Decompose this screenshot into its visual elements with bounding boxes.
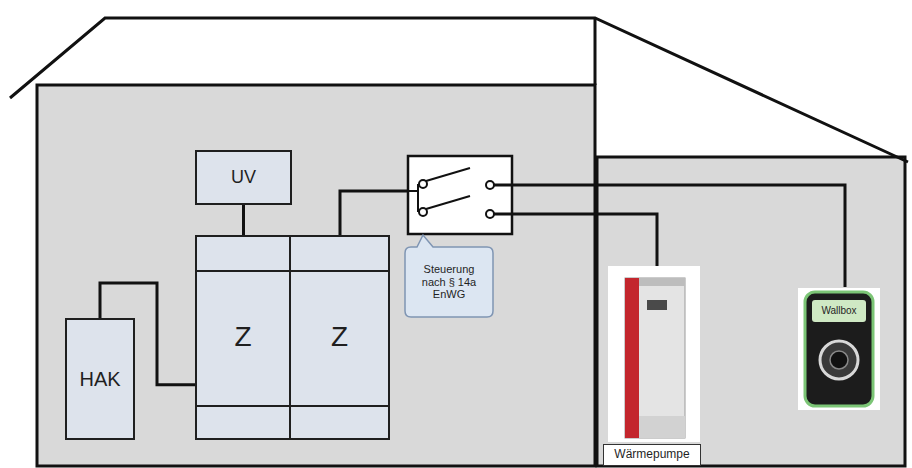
meter-divider (291, 405, 388, 407)
heat-pump-display (647, 300, 667, 310)
distribution-box: UV (195, 150, 292, 205)
switch-contact (486, 210, 494, 218)
heat-pump-base (639, 416, 685, 438)
callout-outline (405, 235, 493, 317)
wire (408, 190, 418, 192)
roof-line (10, 18, 908, 162)
heat-pump-stripe (625, 278, 639, 438)
heat-pump-top (639, 278, 685, 286)
node-label: Wärmepumpe (614, 448, 689, 462)
text-area: Steuerung nach § 14a EnWG (405, 247, 493, 317)
meter-divider (197, 270, 289, 272)
wallbox: Wallbox (796, 286, 882, 412)
main-house-wall (37, 85, 595, 466)
wire (494, 214, 657, 267)
node-label: UV (231, 167, 256, 188)
node-label: Z (234, 321, 251, 353)
label-box: Wärmepumpe (603, 444, 701, 466)
heat-pump: Wärmepumpe (603, 266, 705, 467)
wire (340, 191, 408, 235)
meter-box: Z (289, 235, 390, 440)
gable-line (594, 18, 597, 85)
text-area: Wallbox (812, 300, 866, 322)
switch-common (417, 184, 419, 212)
switch-contact (419, 208, 427, 216)
node-label: Wallbox (821, 305, 856, 317)
meter-divider (197, 405, 289, 407)
node-label: HAK (79, 368, 120, 391)
callout-bubble: Steuerung nach § 14a EnWG (403, 233, 495, 319)
meter-box: Z (195, 235, 291, 440)
annex-wall (597, 157, 905, 466)
switch-blade (426, 196, 470, 209)
switch-contact (419, 180, 427, 188)
wallbox-socket (820, 341, 858, 379)
wallbox-socket-inner (830, 351, 848, 369)
switch-housing (408, 156, 512, 234)
picture-ground (798, 288, 880, 410)
house-connection-box: HAK (65, 318, 135, 440)
picture-ground (608, 266, 700, 442)
wallbox-body (805, 292, 873, 406)
wallbox-panel (812, 300, 866, 322)
node-label: Steuerung nach § 14a EnWG (414, 263, 484, 301)
heat-pump-body (625, 278, 685, 438)
wire-connector (242, 205, 245, 235)
switch-blade (426, 168, 470, 181)
meter-divider (291, 270, 388, 272)
switch-contact (486, 181, 494, 189)
heat-pump-shape (603, 266, 705, 467)
node-label: Z (331, 321, 348, 353)
wallbox-shape (796, 286, 882, 412)
